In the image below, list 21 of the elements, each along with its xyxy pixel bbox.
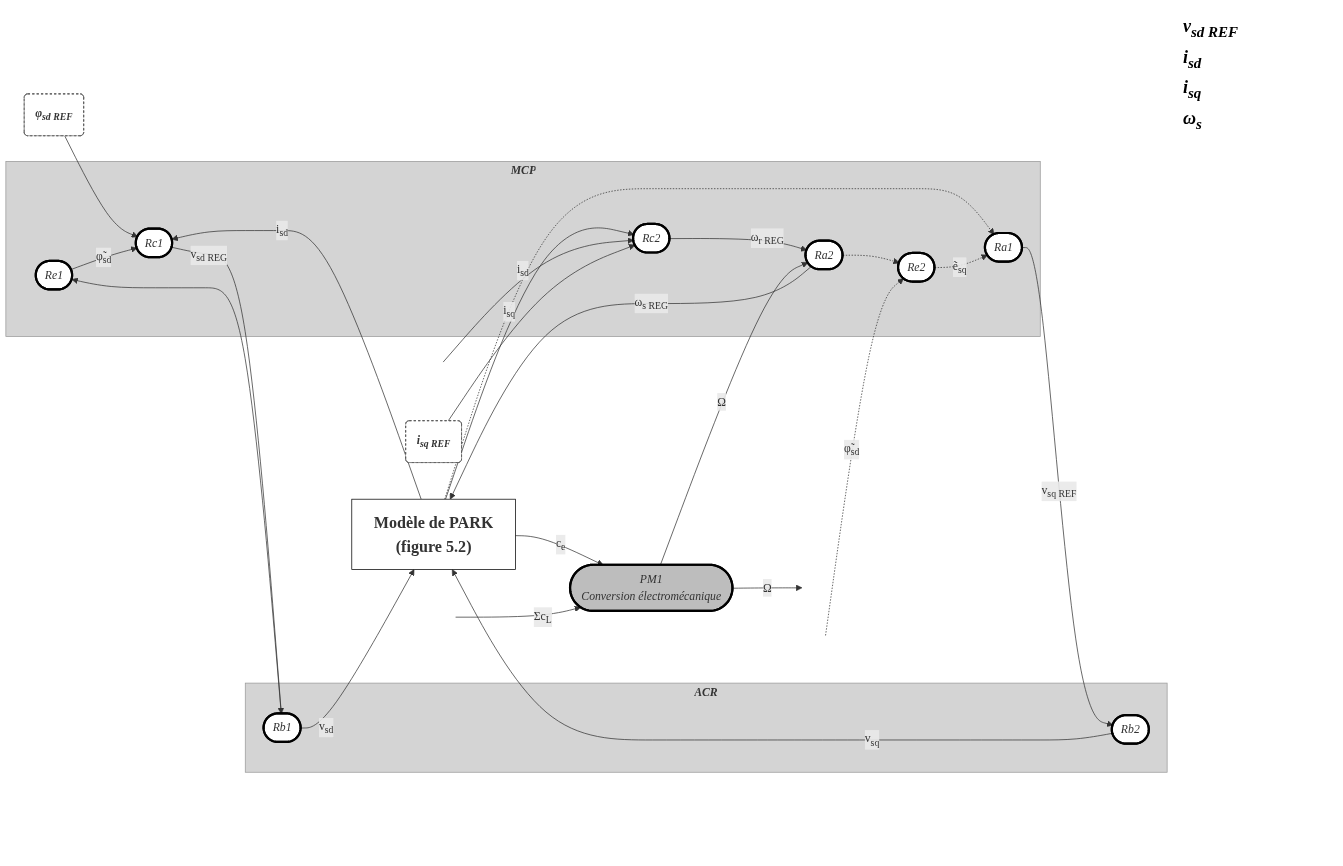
edge-label: ẽ$_{sq}$	[952, 259, 967, 275]
edge-label: Ω	[717, 395, 726, 408]
node-box: Modèle de PARK (figure 5.2)	[351, 498, 516, 570]
edge-label: Ω	[762, 581, 772, 594]
edge-label: φ̃$_{sd}$	[95, 249, 112, 266]
signal-label: ω$_{s}$	[1183, 107, 1203, 133]
signal-label: i$_{sd}$	[1183, 46, 1203, 72]
edge-label: i$_{sd}$	[516, 262, 529, 279]
edge-label: ω$_{s REG}$	[634, 295, 668, 312]
edge-label: c$_{e}$	[555, 536, 566, 553]
edge-label: v$_{sq REF}$	[1041, 483, 1077, 500]
edge-label: ω$_{r REG}$	[750, 230, 784, 246]
signal-label: i$_{sq}$	[1183, 77, 1203, 102]
edge-label: φ̃$_{sd}$	[843, 441, 860, 458]
signal-label: v$_{sd REF}$	[1183, 16, 1240, 41]
edge-label: i$_{sq}$	[503, 304, 516, 320]
edge-label: Σc$_{L}$	[533, 609, 552, 625]
edge-label: v$_{sd}$	[318, 719, 334, 736]
edge-label: v$_{sq}$	[864, 732, 880, 748]
edge-label: v$_{sd REG}$	[190, 247, 227, 264]
edge-label: i$_{sd}$	[276, 222, 289, 239]
